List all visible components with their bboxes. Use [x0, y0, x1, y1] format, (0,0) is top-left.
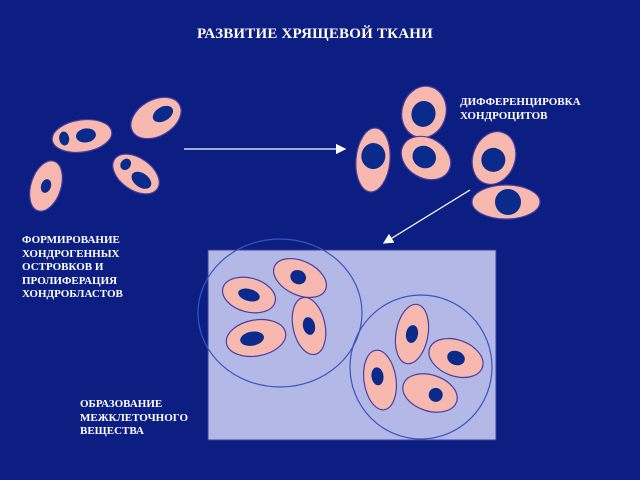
- label-line: МЕЖКЛЕТОЧНОГО: [80, 411, 189, 424]
- label-line: ХОНДРОЦИТОВ: [460, 109, 548, 122]
- chondrocyte-group: [355, 85, 541, 220]
- chondrocyte-cell: [225, 318, 287, 358]
- chondroblast-group: [29, 96, 182, 212]
- chondrocyte-cell: [221, 276, 277, 314]
- label-line: ФОРМИРОВАНИЕ: [22, 234, 120, 246]
- intercellular-matrix-panel: [197, 238, 497, 441]
- chondrocyte-cell: [401, 85, 447, 139]
- chondrocyte-cell: [471, 184, 541, 220]
- chondroblast-cell: [112, 153, 160, 195]
- label-matrix: ОБРАЗОВАНИЕ МЕЖКЛЕТОЧНОГО ВЕЩЕСТВА: [80, 398, 188, 439]
- label-line: ДИФФЕРЕНЦИРОВКА: [460, 96, 581, 108]
- chondrocyte-cell: [428, 337, 484, 379]
- label-line: ХОНДРОГЕННЫХ: [22, 247, 120, 260]
- label-formation: ФОРМИРОВАНИЕ ХОНДРОГЕННЫХ ОСТРОВКОВ И ПР…: [22, 234, 123, 302]
- chondrocyte-cell: [291, 296, 327, 356]
- label-line: ХОНДРОБЛАСТОВ: [22, 288, 123, 300]
- label-line: ОБРАЗОВАНИЕ: [80, 398, 163, 410]
- label-line: ВЕЩЕСТВА: [80, 425, 144, 437]
- chondrocyte-cell: [273, 257, 327, 299]
- isogenous-group-outline: [349, 294, 493, 440]
- chondrocyte-cell: [402, 373, 458, 413]
- chondrocyte-cell: [363, 349, 397, 411]
- label-line: ПРОЛИФЕРАЦИЯ: [22, 274, 118, 287]
- arrow-stage2-to-stage3: [382, 189, 471, 244]
- chondroblast-cell: [130, 96, 182, 140]
- chondrocyte-cell: [471, 131, 517, 185]
- isogenous-group-outline: [197, 238, 363, 388]
- chondrocyte-cell: [400, 135, 452, 181]
- slide-title: РАЗВИТИЕ ХРЯЩЕВОЙ ТКАНИ: [196, 26, 434, 42]
- chondrocyte-cell: [394, 303, 430, 365]
- chondrocyte-cell: [355, 127, 391, 193]
- chondroblast-cell: [29, 160, 63, 212]
- label-differentiation: ДИФФЕРЕНЦИРОВКА ХОНДРОЦИТОВ: [460, 96, 581, 123]
- chondroblast-cell: [51, 119, 113, 153]
- label-line: ОСТРОВКОВ И: [22, 261, 104, 273]
